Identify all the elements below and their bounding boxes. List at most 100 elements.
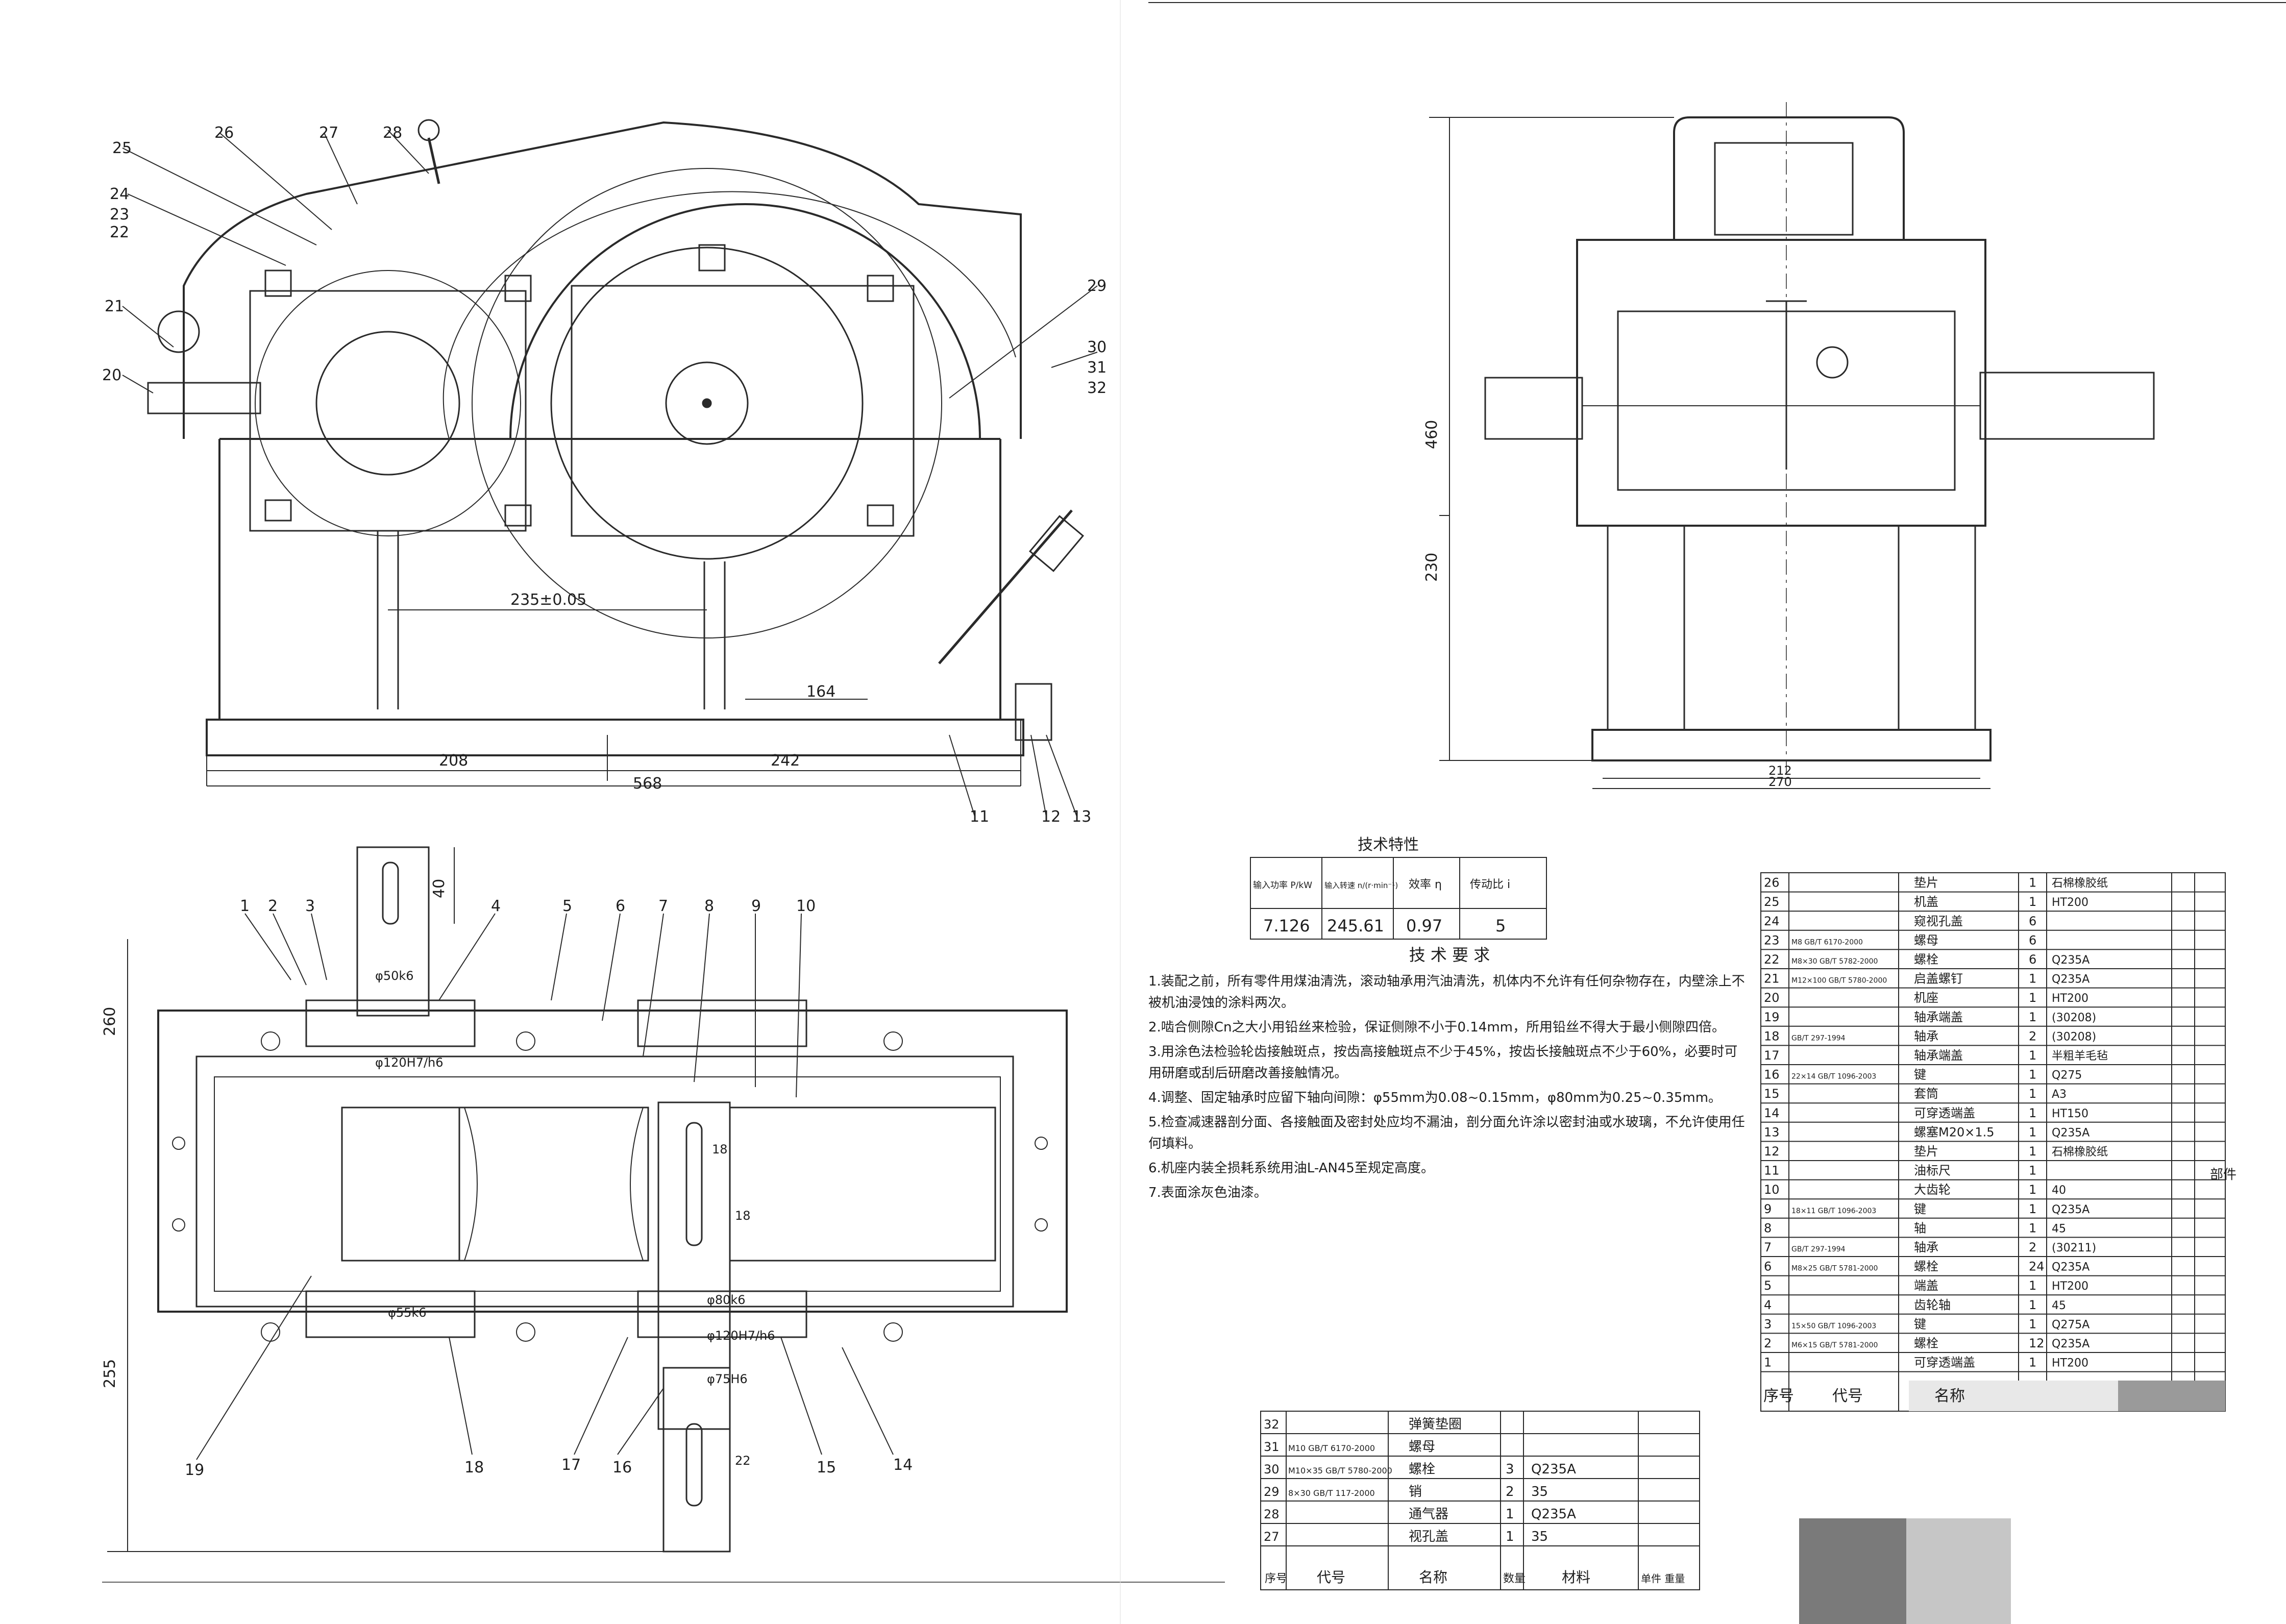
dim-460: 460 (1423, 420, 1441, 449)
balloon-25: 25 (112, 139, 132, 157)
parts-upper-cell: 轴承端盖 (1914, 1010, 1963, 1024)
parts-upper-cell: HT200 (2052, 896, 2088, 909)
parts-upper-cell: GB/T 297-1994 (1791, 1034, 1846, 1042)
balloon-18: 18 (464, 1459, 484, 1477)
footer-code: 代号 (1832, 1387, 1863, 1405)
parts-upper-cell: 机盖 (1914, 895, 1938, 909)
balloon-32: 32 (1087, 379, 1107, 397)
parts-upper-cell: 1 (2029, 1125, 2036, 1139)
scan-block-light (1906, 1518, 2011, 1624)
fit-phi50k6: φ50k6 (375, 969, 414, 983)
fit-phi120-2: φ120H7/h6 (707, 1328, 775, 1343)
requirement-item: 4.调整、固定轴承时应留下轴向间隙：φ55mm为0.08~0.15mm，φ80m… (1148, 1090, 1722, 1105)
scan-smudge-dark (2118, 1381, 2225, 1411)
parts-upper-cell: 1 (2029, 1278, 2036, 1293)
parts-lower-cell: M10 GB/T 6170-2000 (1288, 1443, 1375, 1453)
parts-upper-cell: 12 (2029, 1336, 2045, 1350)
parts-upper-cell: 键 (1914, 1317, 1926, 1331)
parts-lower-cell: 31 (1264, 1440, 1280, 1454)
parts-lower-cell: 视孔盖 (1409, 1529, 1448, 1544)
parts-upper-cell: 2 (2029, 1240, 2036, 1254)
parts-lower-cell: 30 (1264, 1462, 1280, 1477)
parts-lower-cell: 弹簧垫圈 (1409, 1417, 1462, 1432)
requirements-block: 技 术 要 求 1.装配之前，所有零件用煤油清洗，滚动轴承用汽油清洗，机体内不允… (1148, 945, 1745, 1200)
parts-upper-cell: 轴 (1914, 1221, 1926, 1235)
requirements-title: 技 术 要 求 (1409, 945, 1490, 965)
balloon-21: 21 (105, 298, 124, 315)
tech-value-eff: 0.97 (1406, 916, 1442, 936)
dim-270: 270 (1768, 775, 1792, 789)
parts-upper-cell: 18×11 GB/T 1096-2003 (1791, 1207, 1876, 1215)
parts-upper-cell: 键 (1914, 1202, 1926, 1216)
dim-40: 40 (430, 879, 448, 898)
parts-upper-cell: 11 (1764, 1164, 1780, 1178)
parts-list-upper-grid (1760, 872, 2226, 1412)
balloon-12: 12 (1041, 808, 1061, 826)
parts-upper-cell: (30211) (2052, 1242, 2096, 1254)
balloon-23: 23 (110, 206, 129, 224)
tech-value-speed: 245.61 (1327, 916, 1384, 936)
balloon-14: 14 (893, 1456, 913, 1474)
parts-lower-cell: 28 (1264, 1507, 1280, 1521)
fit-phi75: φ75H6 (707, 1372, 748, 1386)
parts-upper-cell: Q275A (2052, 1318, 2090, 1331)
footer-name: 名称 (1934, 1387, 1965, 1405)
parts-upper-cell: GB/T 297-1994 (1791, 1245, 1846, 1253)
side-view (1429, 102, 2155, 789)
parts-upper-cell: Q235A (2052, 1261, 2090, 1274)
parts-lower-cell: 27 (1264, 1530, 1280, 1544)
parts-upper-cell: 15×50 GB/T 1096-2003 (1791, 1322, 1876, 1330)
balloon-24: 24 (110, 185, 129, 203)
lower-footer-seq: 序号 (1265, 1572, 1287, 1585)
parts-upper-cell: 轴承 (1914, 1029, 1938, 1043)
parts-upper-cell: 16 (1764, 1068, 1780, 1082)
parts-upper-cell: 18 (1764, 1029, 1780, 1043)
parts-upper-cell: 9 (1764, 1202, 1772, 1216)
parts-upper-cell: 螺栓 (1914, 952, 1938, 967)
side-view-labels: 460 230 212 270 (1423, 420, 1792, 789)
balloon-13: 13 (1072, 808, 1091, 826)
parts-lower-cell: 35 (1531, 1484, 1548, 1499)
parts-lower-cell: Q235A (1531, 1507, 1576, 1522)
parts-upper-cell: 10 (1764, 1183, 1780, 1197)
balloon-31: 31 (1087, 359, 1107, 377)
parts-upper-cell: 1 (2029, 1221, 2036, 1235)
parts-upper-cell: 1 (2029, 1317, 2036, 1331)
parts-upper-cell: 螺母 (1914, 933, 1938, 947)
dim-568: 568 (633, 775, 662, 793)
parts-lower-cell: 1 (1506, 1529, 1514, 1544)
parts-upper-cell: 轴承端盖 (1914, 1048, 1963, 1063)
tech-value-power: 7.126 (1263, 916, 1310, 936)
parts-side-label: 部件 (2210, 1167, 2236, 1183)
lower-footer-qty: 数量 (1503, 1572, 1526, 1585)
parts-upper-cell: 14 (1764, 1106, 1780, 1120)
parts-upper-cell: M8×30 GB/T 5782-2000 (1791, 957, 1878, 966)
parts-upper-cell: 1 (2029, 1068, 2036, 1082)
parts-lower-cell: 35 (1531, 1529, 1548, 1544)
top-view-labels: 1 2 3 4 5 6 7 8 9 10 19 18 17 16 15 14 φ… (101, 879, 913, 1479)
parts-upper-cell: 1 (2029, 876, 2036, 890)
parts-upper-cell: 1 (2029, 1144, 2036, 1159)
parts-upper-cell: 窥视孔盖 (1914, 914, 1963, 928)
parts-upper-cell: 1 (2029, 1106, 2036, 1120)
parts-upper-cell: 螺栓 (1914, 1336, 1938, 1350)
parts-upper-cell: 22 (1764, 952, 1780, 967)
tech-header-ratio: 传动比 i (1470, 878, 1510, 891)
parts-upper-cell: Q235A (2052, 1203, 2090, 1216)
key-22: 22 (735, 1454, 751, 1468)
balloon-30: 30 (1087, 338, 1107, 356)
requirement-item: 1.装配之前，所有零件用煤油清洗，滚动轴承用汽油清洗，机体内不允许有任何杂物存在… (1148, 974, 1745, 1011)
parts-upper-cell: A3 (2052, 1088, 2067, 1101)
parts-upper-cell: 3 (1764, 1317, 1772, 1331)
parts-upper-cell: 6 (2029, 933, 2036, 947)
tech-char-title: 技术特性 (1358, 836, 1419, 854)
parts-upper-cell: 键 (1914, 1068, 1926, 1082)
balloon-1: 1 (240, 897, 250, 915)
parts-upper-cell: 8 (1764, 1221, 1772, 1235)
parts-upper-cell: 半粗羊毛毡 (2052, 1050, 2108, 1063)
front-view-labels: 25 26 27 28 24 23 22 21 20 29 30 31 32 1… (102, 124, 1107, 826)
parts-upper-cell: 1 (2029, 1087, 2036, 1101)
parts-upper-cell: 13 (1764, 1125, 1780, 1139)
